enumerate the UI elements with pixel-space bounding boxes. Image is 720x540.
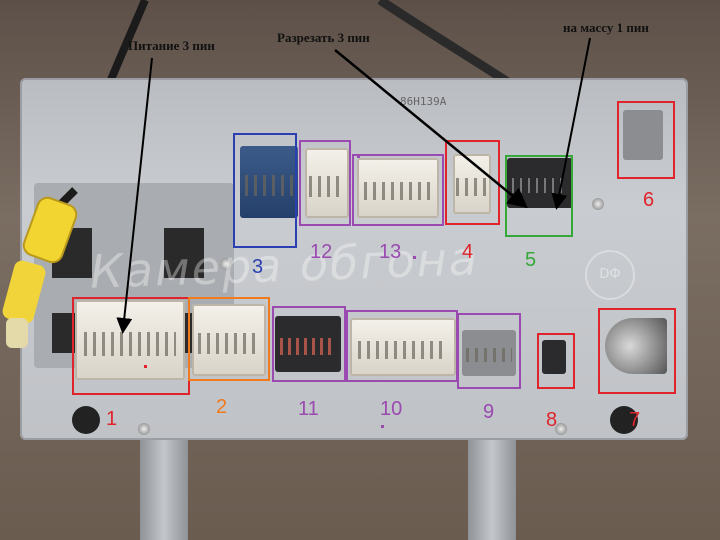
box-4 xyxy=(445,140,500,225)
label-7: 7 xyxy=(629,409,641,431)
connector-10 xyxy=(350,318,456,376)
box-6 xyxy=(617,101,675,179)
box-2 xyxy=(188,297,270,381)
box-9 xyxy=(457,313,521,389)
dot xyxy=(357,155,360,158)
box-13 xyxy=(352,154,444,226)
dot xyxy=(381,425,384,428)
label-10: 10 xyxy=(380,398,403,420)
screw xyxy=(592,198,604,210)
annotation-power: Питание 3 пин xyxy=(128,38,215,53)
label-6: 6 xyxy=(643,189,655,211)
label-1: 1 xyxy=(106,408,118,430)
box-1 xyxy=(72,297,190,395)
connector-2 xyxy=(192,304,266,376)
mount-rail-left xyxy=(140,440,188,540)
box-3 xyxy=(233,133,297,248)
screw xyxy=(555,423,567,435)
annotation-cut: Разрезать 3 пин xyxy=(277,30,370,45)
watermark-logo: DФ xyxy=(585,250,635,300)
screw xyxy=(220,258,232,270)
label-3: 3 xyxy=(252,256,264,278)
label-9: 9 xyxy=(483,401,495,423)
connector-3 xyxy=(240,146,298,218)
connector-11 xyxy=(275,316,341,372)
box-8 xyxy=(537,333,575,389)
mount-hole xyxy=(72,406,100,434)
connector-1 xyxy=(75,300,185,380)
box-11 xyxy=(272,306,346,382)
connector-7 xyxy=(605,318,667,374)
label-11: 11 xyxy=(298,398,319,420)
dot xyxy=(144,365,147,368)
box-5 xyxy=(505,155,573,237)
label-13: 13 xyxy=(379,241,402,263)
connector-6 xyxy=(623,110,663,160)
label-5: 5 xyxy=(525,249,537,271)
box-12 xyxy=(299,140,351,226)
connector-8 xyxy=(542,340,566,374)
dot xyxy=(413,256,416,259)
label-2: 2 xyxy=(216,396,228,418)
box-10 xyxy=(346,310,458,382)
connector-9 xyxy=(462,330,516,376)
mount-rail-right xyxy=(468,440,516,540)
screw xyxy=(138,423,150,435)
mount-hole xyxy=(610,406,638,434)
annotation-ground: на массу 1 пин xyxy=(563,20,649,35)
label-8: 8 xyxy=(546,409,558,431)
label-4: 4 xyxy=(462,241,474,263)
label-12: 12 xyxy=(310,241,333,263)
box-7 xyxy=(598,308,676,394)
